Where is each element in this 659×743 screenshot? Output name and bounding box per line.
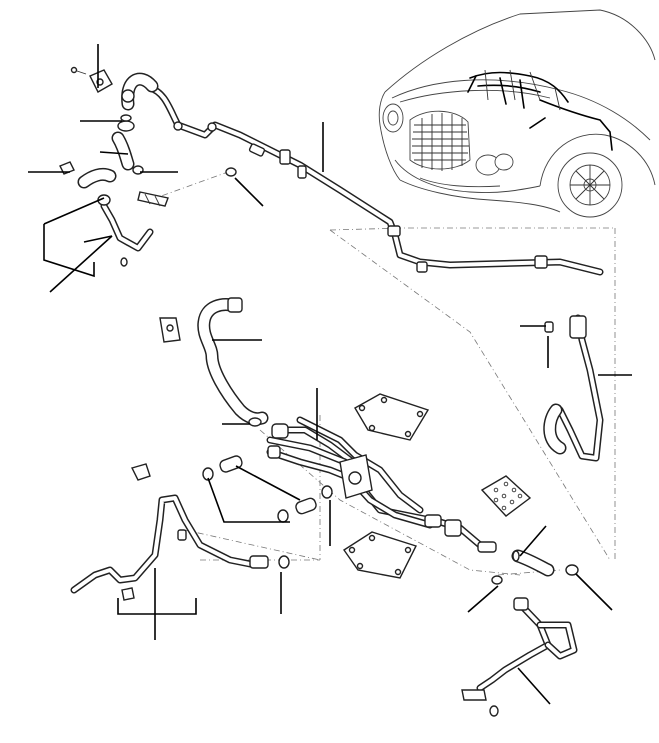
rear-hose-assembly xyxy=(59,66,604,276)
vehicle-front-view xyxy=(378,9,656,218)
right-hose-assembly xyxy=(543,314,604,462)
leader-lines xyxy=(28,44,632,705)
right-lower-hose-assembly xyxy=(461,549,579,717)
hose-junction-block xyxy=(339,454,497,553)
left-hose-assembly xyxy=(70,463,290,601)
